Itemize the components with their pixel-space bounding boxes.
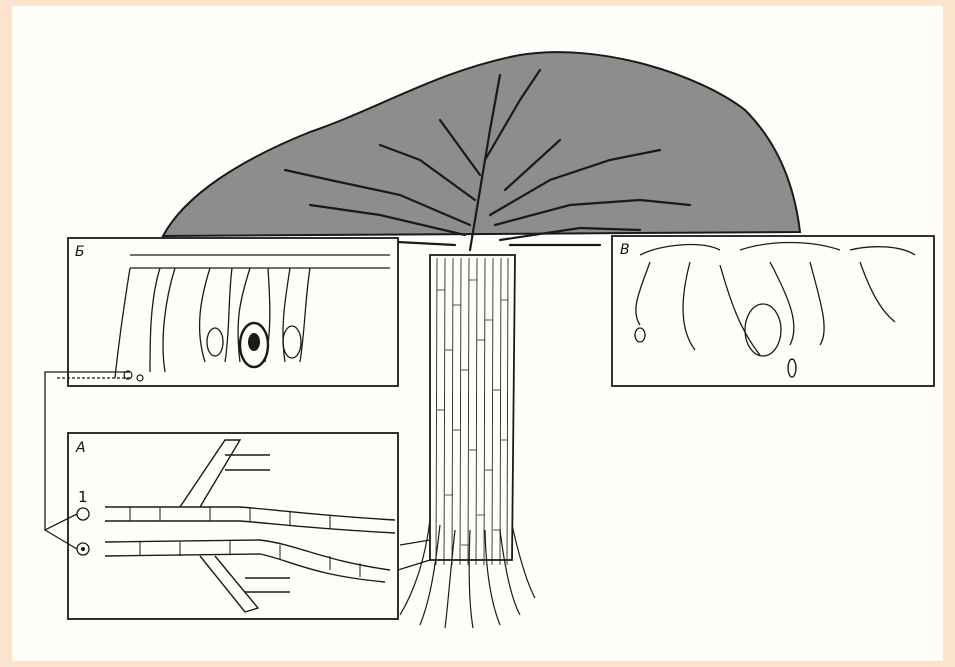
panel-v-box bbox=[612, 236, 934, 386]
panel-v-label: В bbox=[620, 243, 630, 257]
panel-a-box bbox=[68, 433, 398, 619]
mushroom-stipe bbox=[430, 255, 515, 565]
panel-a-label: А bbox=[76, 441, 86, 455]
mushroom-cap bbox=[163, 52, 800, 236]
panel-b-box bbox=[68, 238, 398, 386]
panel-b-label: Б bbox=[75, 245, 85, 259]
marker-1-label: 1 bbox=[78, 490, 88, 505]
